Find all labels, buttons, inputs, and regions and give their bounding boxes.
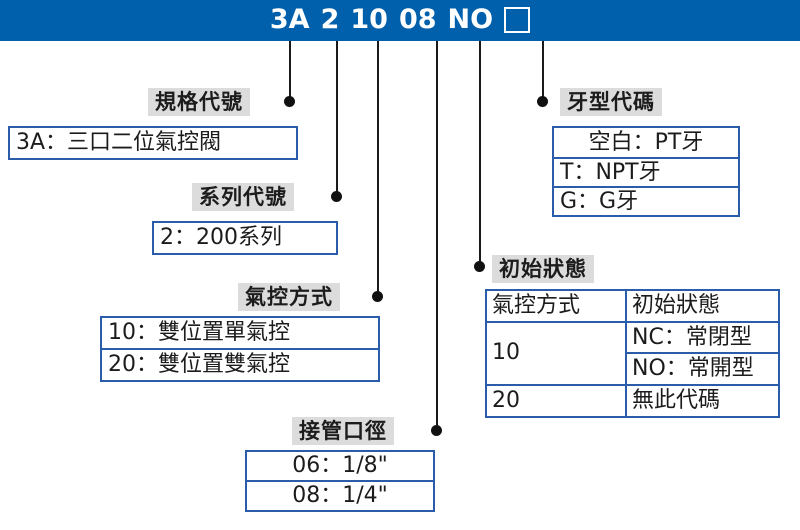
box-port: 06：1/8" 08：1/4" — [245, 450, 435, 512]
leader-dot-state — [474, 261, 485, 272]
leader-line-series — [336, 41, 338, 196]
state-header-control: 氣控方式 — [487, 291, 627, 323]
leader-line-port — [436, 41, 438, 430]
table-row: 20 無此代碼 — [487, 384, 778, 416]
box-series: 2：200系列 — [152, 221, 338, 255]
leader-dot-control — [372, 291, 383, 302]
state-value-nc: NC：常閉型 — [625, 320, 778, 355]
row-control-1: 20：雙位置雙氣控 — [108, 352, 290, 377]
row-port-1: 08：1/4" — [292, 483, 388, 508]
leader-line-thread — [542, 41, 544, 101]
box-thread: 空白：PT牙 T：NPT牙 G：G牙 — [552, 126, 740, 217]
leader-dot-spec — [284, 96, 295, 107]
table-row: NO：常開型 — [487, 352, 778, 387]
code-segment-control: 10 — [350, 4, 388, 35]
leader-dot-port — [431, 425, 442, 436]
code-segment-port: 08 — [398, 4, 437, 35]
code-segment-spec: 3A — [269, 4, 310, 35]
code-segment-state: NO — [447, 4, 494, 35]
leader-dot-series — [331, 191, 342, 202]
row-thread-1: T：NPT牙 — [554, 159, 738, 188]
leader-line-spec — [289, 41, 291, 101]
state-value-no: NO：常開型 — [625, 352, 778, 387]
leader-line-control — [377, 41, 379, 296]
box-control: 10：雙位置單氣控 20：雙位置雙氣控 — [100, 316, 380, 382]
code-segment-series: 2 — [320, 4, 340, 35]
leader-dot-thread — [537, 96, 548, 107]
product-code-header: 3A 2 10 08 NO — [0, 0, 800, 41]
row-series-0: 2：200系列 — [160, 225, 282, 250]
blank-option-box-icon — [504, 6, 531, 33]
caption-control: 氣控方式 — [238, 283, 340, 311]
row-thread-0: 空白：PT牙 — [554, 128, 738, 159]
state-code-20: 20 — [487, 384, 627, 416]
product-code-string: 3A 2 10 08 NO — [269, 4, 531, 35]
caption-state: 初始狀態 — [492, 255, 594, 283]
table-state: 氣控方式 初始狀態 10 NC：常閉型 NO：常開型 20 無此代碼 — [485, 289, 780, 418]
caption-thread: 牙型代碼 — [560, 88, 662, 116]
row-port-0: 06：1/8" — [247, 452, 433, 482]
caption-port: 接管口徑 — [292, 417, 394, 445]
row-spec-0: 3A：三口二位氣控閥 — [16, 130, 222, 155]
table-row-header: 氣控方式 初始狀態 — [487, 291, 778, 323]
state-code-10: 10 — [487, 320, 627, 387]
caption-series: 系列代號 — [192, 183, 294, 211]
state-value-none: 無此代碼 — [625, 384, 778, 416]
caption-spec: 規格代號 — [148, 88, 250, 116]
table-row: 10 NC：常閉型 — [487, 320, 778, 387]
leader-line-state — [479, 41, 481, 266]
state-header-initial: 初始狀態 — [625, 291, 778, 323]
row-control-0: 10：雙位置單氣控 — [102, 318, 378, 350]
row-thread-2: G：G牙 — [560, 188, 639, 214]
box-spec: 3A：三口二位氣控閥 — [8, 126, 298, 160]
